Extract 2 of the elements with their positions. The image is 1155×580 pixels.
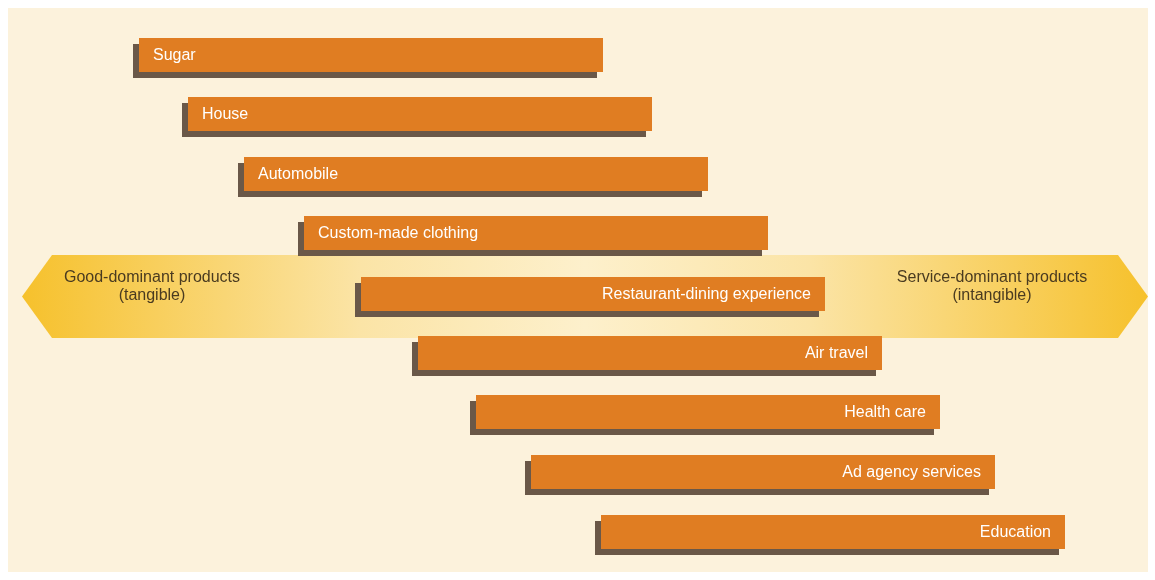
continuum-end-label: Service-dominant products (intangible) bbox=[895, 268, 1089, 304]
continuum-end-label: Good-dominant products (tangible) bbox=[62, 268, 242, 304]
